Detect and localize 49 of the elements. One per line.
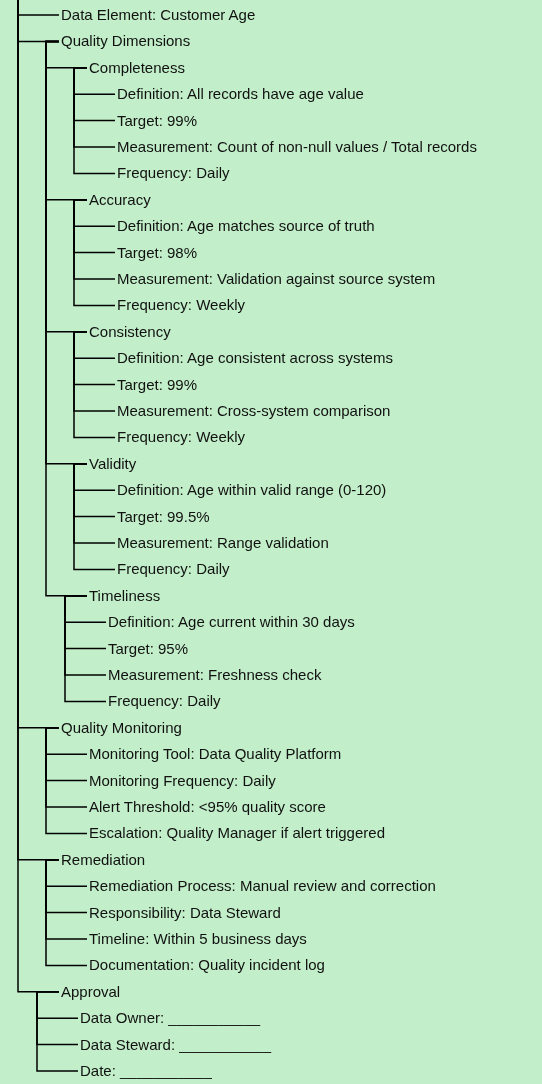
tree-connector	[45, 727, 88, 835]
tree-item-label: Consistency	[89, 322, 171, 340]
tree-item-label: Timeliness	[89, 586, 161, 604]
tree-item-label: Accuracy	[89, 190, 151, 208]
tree-item-label: Data Steward: ___________	[80, 1035, 271, 1053]
tree-item-label: Approval	[61, 982, 121, 1000]
tree-item-label: Remediation Process: Manual review and correction	[89, 877, 436, 895]
tree-item-label: Date: ___________	[80, 1062, 212, 1079]
tree-item-label: Target: 99.5%	[117, 507, 210, 525]
tree-item-label: Data Owner: ___________	[80, 1009, 261, 1027]
tree-item-label: Timeline: Within 5 business days	[89, 930, 307, 947]
tree-item-label: Quality Monitoring	[61, 718, 182, 736]
tree-item-label: Frequency: Daily	[117, 164, 230, 182]
tree-item-label: Frequency: Weekly	[117, 296, 246, 314]
tree-item-label: Escalation: Quality Manager if alert triggered	[89, 824, 385, 842]
tree-item-label: Validity	[89, 454, 137, 472]
tree-item-label: Frequency: Daily	[108, 692, 221, 710]
tree-connector	[64, 595, 107, 703]
tree-item-label: Target: 95%	[108, 639, 189, 657]
tree-item-label: Data Element: Customer Age	[61, 6, 256, 23]
tree-item-label: Remediation	[61, 850, 146, 868]
tree-connector	[73, 463, 116, 571]
tree-item-label: Definition: Age consistent across systems	[117, 349, 393, 367]
tree-item-label: Frequency: Weekly	[117, 428, 246, 446]
tree-item-label: Target: 99%	[117, 375, 198, 393]
tree-item-label: Frequency: Daily	[117, 560, 230, 578]
tree-connector	[73, 67, 116, 175]
tree-item-label: Documentation: Quality incident log	[89, 956, 325, 974]
tree-item-label: Definition: Age current within 30 days	[108, 613, 355, 631]
tree-item-label: Monitoring Frequency: Daily	[89, 771, 276, 789]
tree-item-label: Measurement: Validation against source system	[117, 270, 436, 287]
tree-connector	[73, 199, 116, 307]
tree-connector	[36, 991, 79, 1072]
tree-item-label: Definition: Age matches source of truth	[117, 217, 375, 235]
tree-item-label: Target: 98%	[117, 243, 198, 261]
tree-item-label: Definition: All records have age value	[117, 85, 364, 103]
tree-item-label: Quality Dimensions	[61, 32, 191, 50]
tree-item-label: Measurement: Cross-system comparison	[117, 402, 391, 419]
tree-item-label: Alert Threshold: <95% quality score	[89, 798, 326, 815]
tree-item-label: Monitoring Tool: Data Quality Platform	[89, 745, 342, 763]
tree-item-label: Responsibility: Data Steward	[89, 903, 281, 921]
tree-item-label: Completeness	[89, 58, 185, 76]
tree-item-label: Measurement: Freshness check	[108, 666, 322, 683]
tree-connector	[73, 331, 116, 439]
tree-connector	[45, 859, 88, 967]
tree-item-label: Definition: Age within valid range (0-120)	[117, 481, 387, 499]
tree-item-label: Target: 99%	[117, 111, 198, 129]
tree-item-label: Measurement: Count of non-null values / Total records	[117, 138, 477, 155]
tree-item-label: Measurement: Range validation	[117, 534, 329, 551]
